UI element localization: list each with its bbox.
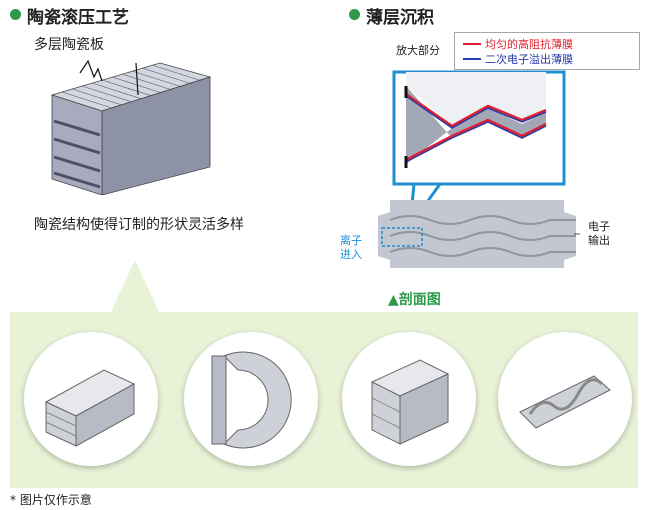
electron-label-line2: 输出	[588, 234, 610, 247]
legend-swatch-red	[463, 43, 481, 45]
shape-circle-4	[498, 332, 632, 466]
shape-circle-1	[24, 332, 158, 466]
bullet-icon	[10, 9, 21, 20]
ring-shape-icon	[211, 351, 292, 449]
section-title-deposition: 薄层沉积	[366, 8, 434, 28]
section-view-label: ▲剖面图	[388, 292, 441, 308]
shape-circle-2	[184, 332, 318, 466]
shape-examples-band	[10, 312, 638, 488]
zoom-label: 放大部分	[396, 44, 440, 57]
electron-label-line1: 电子	[588, 220, 610, 233]
wavy-stack-icon	[370, 359, 450, 445]
ion-label-line1: 离子	[340, 234, 362, 247]
legend-label-blue: 二次电子溢出薄膜	[485, 53, 573, 66]
shape-circle-3	[342, 332, 476, 466]
ceramic-caption: 陶瓷结构使得订制的形状灵活多样	[34, 217, 244, 233]
electron-label: 电子 输出	[588, 220, 610, 248]
ion-label: 离子 进入	[340, 234, 362, 262]
stacked-plates-icon	[44, 369, 136, 447]
legend-swatch-blue	[463, 58, 481, 60]
footnote: * 图片仅作示意	[10, 493, 92, 507]
wave-plate-icon	[519, 375, 611, 429]
deposition-diagram	[378, 70, 580, 268]
ceramic-subtitle: 多层陶瓷板	[34, 37, 104, 53]
ion-label-line2: 进入	[340, 248, 362, 261]
band-pointer	[110, 260, 160, 314]
bullet-icon	[349, 9, 360, 20]
legend-label-red: 均匀的高阻抗薄膜	[485, 38, 573, 51]
ceramic-block-illustration	[50, 59, 212, 195]
section-title-ceramic: 陶瓷滚压工艺	[27, 8, 129, 28]
legend: 均匀的高阻抗薄膜 二次电子溢出薄膜	[454, 32, 640, 70]
